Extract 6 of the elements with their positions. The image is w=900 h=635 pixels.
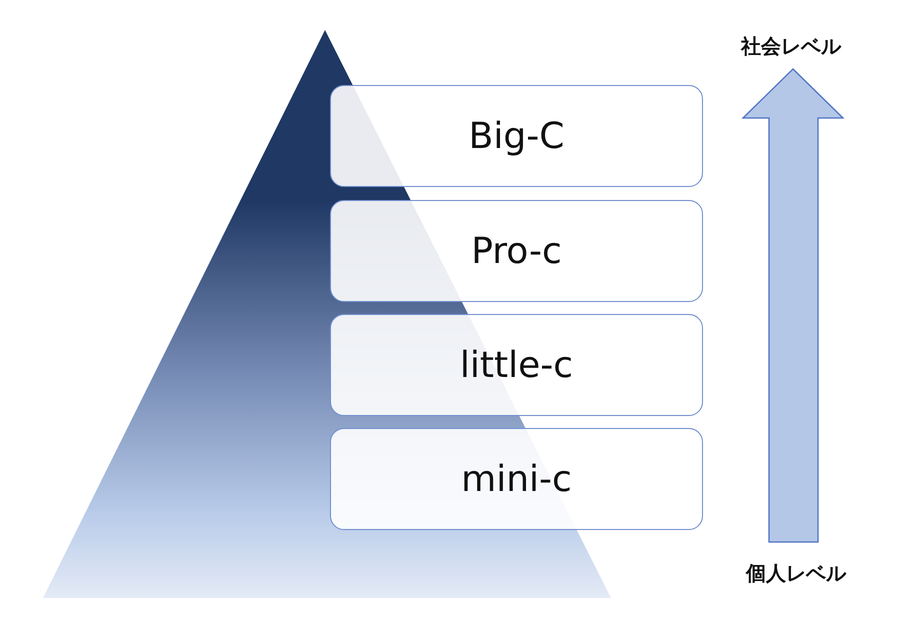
level-box: Pro-c	[330, 200, 703, 302]
level-box: little-c	[330, 314, 703, 416]
level-box: mini-c	[330, 428, 703, 530]
level-box: Big-C	[330, 85, 703, 187]
level-label: 個人レベル	[746, 560, 846, 587]
level-label: 社会レベル	[741, 33, 841, 60]
